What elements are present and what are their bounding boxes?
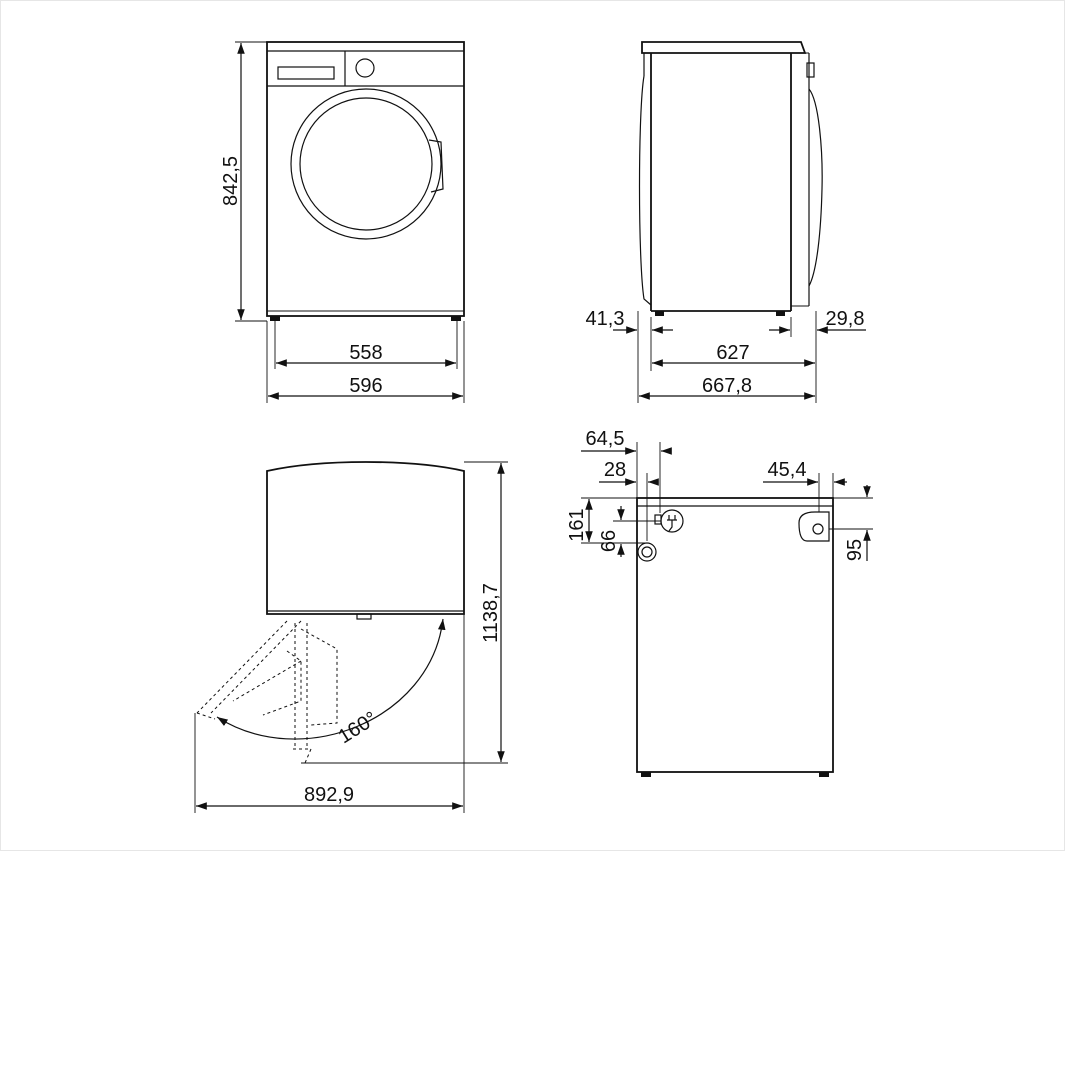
side-view-body [638, 41, 823, 316]
side-view: 41,3 29,8 627 667,8 [586, 41, 866, 403]
front-view: 842,5 558 596 [220, 41, 465, 403]
front-width-label: 596 [349, 375, 382, 397]
plug-height-label: 161 [566, 508, 588, 541]
program-knob [355, 58, 375, 78]
side-knob [806, 62, 815, 78]
detergent-drawer [277, 66, 335, 80]
drain-offset-label: 45,4 [768, 459, 807, 481]
plug-height-dimension: 161 [566, 497, 647, 544]
top-depth-label: 1138,7 [480, 583, 502, 643]
front-feet-span-label: 558 [349, 342, 382, 364]
drain-outlet-icon [798, 511, 830, 542]
plug-offset-dimension: 64,5 [581, 428, 672, 513]
top-view-body [266, 461, 465, 620]
drain-offset-dimension: 45,4 [763, 459, 847, 512]
door-angle-dimension: 160° [216, 618, 446, 749]
open-door-outline [196, 620, 338, 764]
inlet-hose-icon [637, 542, 657, 562]
rear-view-body [636, 497, 834, 777]
drawing-frame: 842,5 558 596 [0, 0, 1065, 851]
side-feet-span-label: 627 [716, 342, 749, 364]
door-outer-ring [290, 88, 442, 240]
front-height-dimension: 842,5 [220, 41, 267, 322]
door-glass [299, 97, 433, 231]
hose-height-label: 66 [598, 530, 620, 552]
side-feet-span-dimension: 627 [652, 342, 815, 367]
side-depth-label: 667,8 [702, 375, 752, 397]
front-overhang-label: 41,3 [586, 308, 625, 330]
drain-height-dimension: 95 [829, 485, 873, 561]
hose-offset-dimension: 28 [599, 459, 659, 541]
front-feet-span-dimension: 558 [274, 321, 458, 369]
rear-view: 64,5 28 45,4 161 66 [566, 428, 873, 777]
door-angle-label: 160° [334, 708, 381, 749]
top-depth-dimension: 1138,7 [301, 461, 508, 764]
front-view-body [266, 41, 465, 321]
rear-overhang-label: 29,8 [826, 308, 865, 330]
side-rear-overhang-dimension: 29,8 [769, 308, 866, 403]
door-handle [428, 139, 444, 193]
plug-offset-label: 64,5 [586, 428, 625, 450]
hose-height-dimension: 66 [598, 506, 661, 557]
hose-offset-label: 28 [604, 459, 626, 481]
top-width-label: 892,9 [304, 784, 354, 806]
side-front-overhang-dimension: 41,3 [586, 308, 673, 403]
drain-height-label: 95 [844, 539, 866, 561]
front-width-dimension: 596 [266, 321, 465, 403]
technical-drawing: 842,5 558 596 [194, 41, 873, 813]
front-height-label: 842,5 [220, 156, 242, 206]
side-depth-dimension: 667,8 [639, 375, 815, 400]
top-width-dimension: 892,9 [194, 614, 465, 813]
top-view: 160° 1138,7 892,9 [194, 461, 508, 813]
